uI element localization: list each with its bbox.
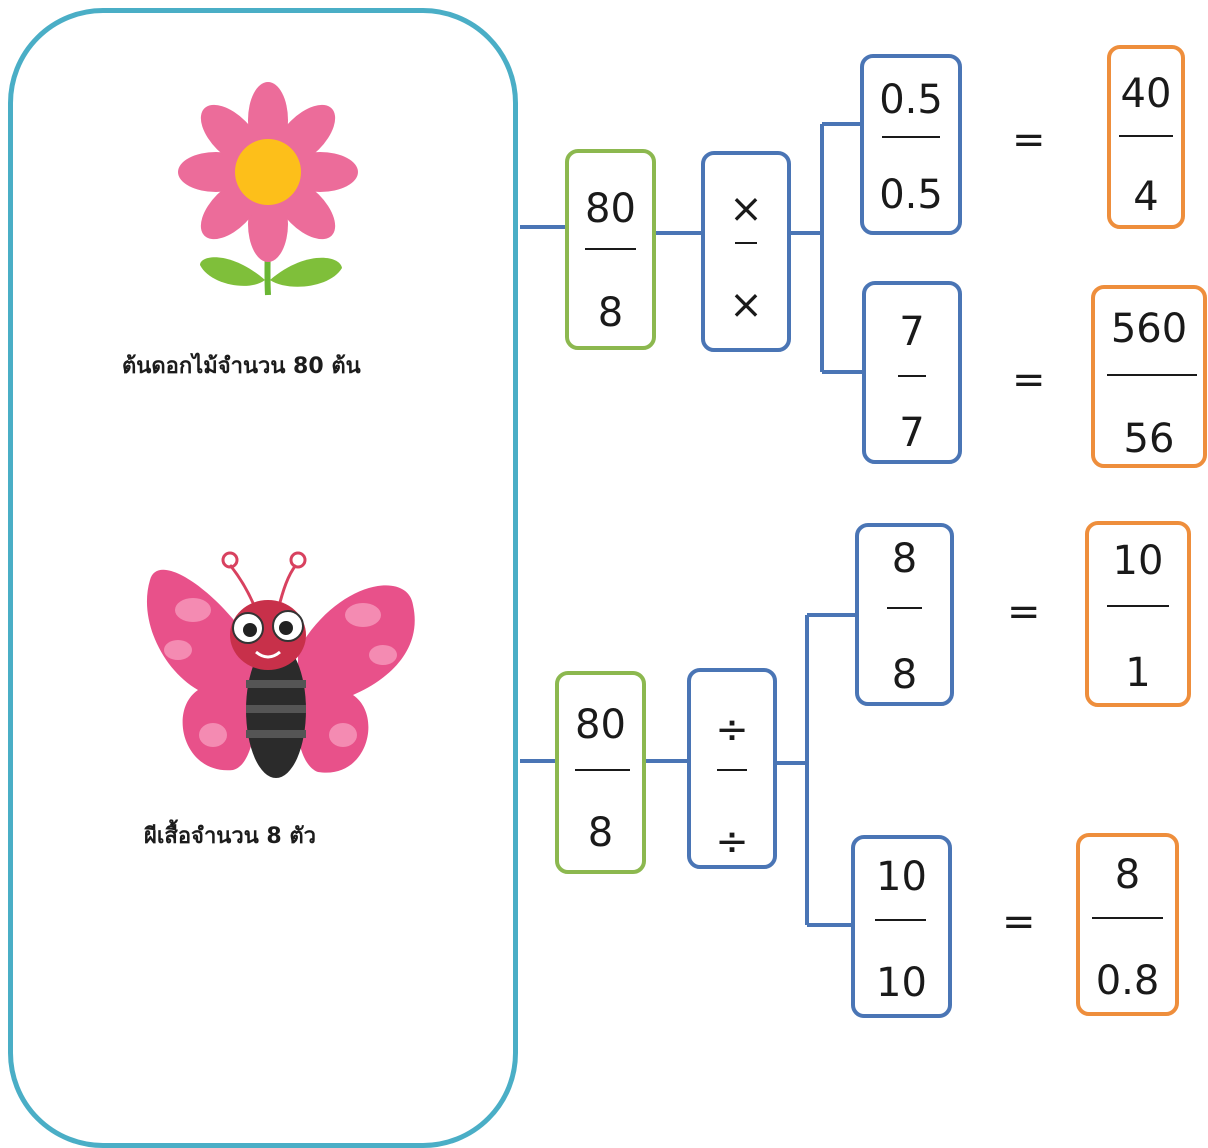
equals-sign: = — [1012, 357, 1046, 403]
bottom-result-2: 8 0.8 — [1076, 833, 1179, 1016]
equals-sign: = — [1007, 589, 1041, 635]
flower-caption: ต้นดอกไม้จำนวน 80 ต้น — [122, 354, 361, 379]
fraction-numerator: 10 — [1112, 538, 1164, 584]
fraction-numerator: 10 — [876, 854, 927, 900]
fraction-numerator: 40 — [1120, 71, 1172, 117]
operator-top: ÷ — [715, 707, 749, 753]
fraction-numerator: 560 — [1110, 306, 1188, 352]
bottom-divisor-1: 8 8 — [855, 523, 954, 706]
fraction-denominator: 8 — [597, 290, 624, 336]
fraction-bar — [898, 375, 926, 377]
fraction-bar — [1107, 605, 1169, 607]
operator-bottom: ÷ — [715, 819, 749, 865]
fraction-denominator: 0.5 — [879, 172, 943, 218]
fraction-bar — [717, 769, 747, 771]
bottom-result-1: 10 1 — [1085, 521, 1191, 707]
bottom-base-fraction: 80 8 — [555, 671, 646, 874]
bottom-operator-fraction: ÷ ÷ — [687, 668, 777, 869]
top-result-2: 560 56 — [1091, 285, 1207, 468]
fraction-bar — [1119, 135, 1173, 137]
fraction-bar — [575, 769, 630, 771]
fraction-bar — [735, 242, 757, 244]
fraction-bar — [1107, 374, 1197, 376]
fraction-numerator: 8 — [1114, 852, 1141, 898]
fraction-bar — [887, 607, 922, 609]
fraction-bar — [1092, 917, 1163, 919]
top-result-1: 40 4 — [1107, 45, 1185, 229]
bottom-divisor-2: 10 10 — [851, 835, 952, 1018]
fraction-bar — [585, 248, 636, 250]
fraction-denominator: 8 — [587, 810, 614, 856]
fraction-denominator: 10 — [876, 960, 927, 1006]
fraction-bar — [875, 919, 926, 921]
top-operator-fraction: × × — [701, 151, 791, 352]
fraction-numerator: 0.5 — [879, 77, 943, 123]
equals-sign: = — [1002, 899, 1036, 945]
butterfly-caption: ผีเสื้อจำนวน 8 ตัว — [144, 824, 316, 849]
top-base-fraction: 80 8 — [565, 149, 656, 350]
fraction-bar — [882, 136, 940, 138]
fraction-numerator: 80 — [585, 186, 636, 232]
top-multiplier-1: 0.5 0.5 — [860, 54, 962, 235]
top-multiplier-2: 7 7 — [862, 281, 962, 464]
fraction-denominator: 1 — [1125, 650, 1151, 696]
fraction-denominator: 0.8 — [1095, 958, 1160, 1004]
fraction-denominator: 7 — [899, 410, 925, 456]
fraction-numerator: 80 — [575, 702, 626, 748]
fraction-numerator: 8 — [891, 536, 918, 582]
operator-top: × — [729, 186, 763, 232]
fraction-denominator: 4 — [1133, 174, 1159, 220]
connector-lines — [520, 122, 864, 927]
fraction-denominator: 8 — [891, 652, 918, 698]
fraction-denominator: 56 — [1123, 416, 1175, 462]
flower-illustration — [178, 82, 358, 296]
equals-sign: = — [1012, 117, 1046, 163]
fraction-numerator: 7 — [899, 309, 925, 355]
operator-bottom: × — [729, 282, 763, 328]
butterfly-illustration — [146, 551, 415, 778]
